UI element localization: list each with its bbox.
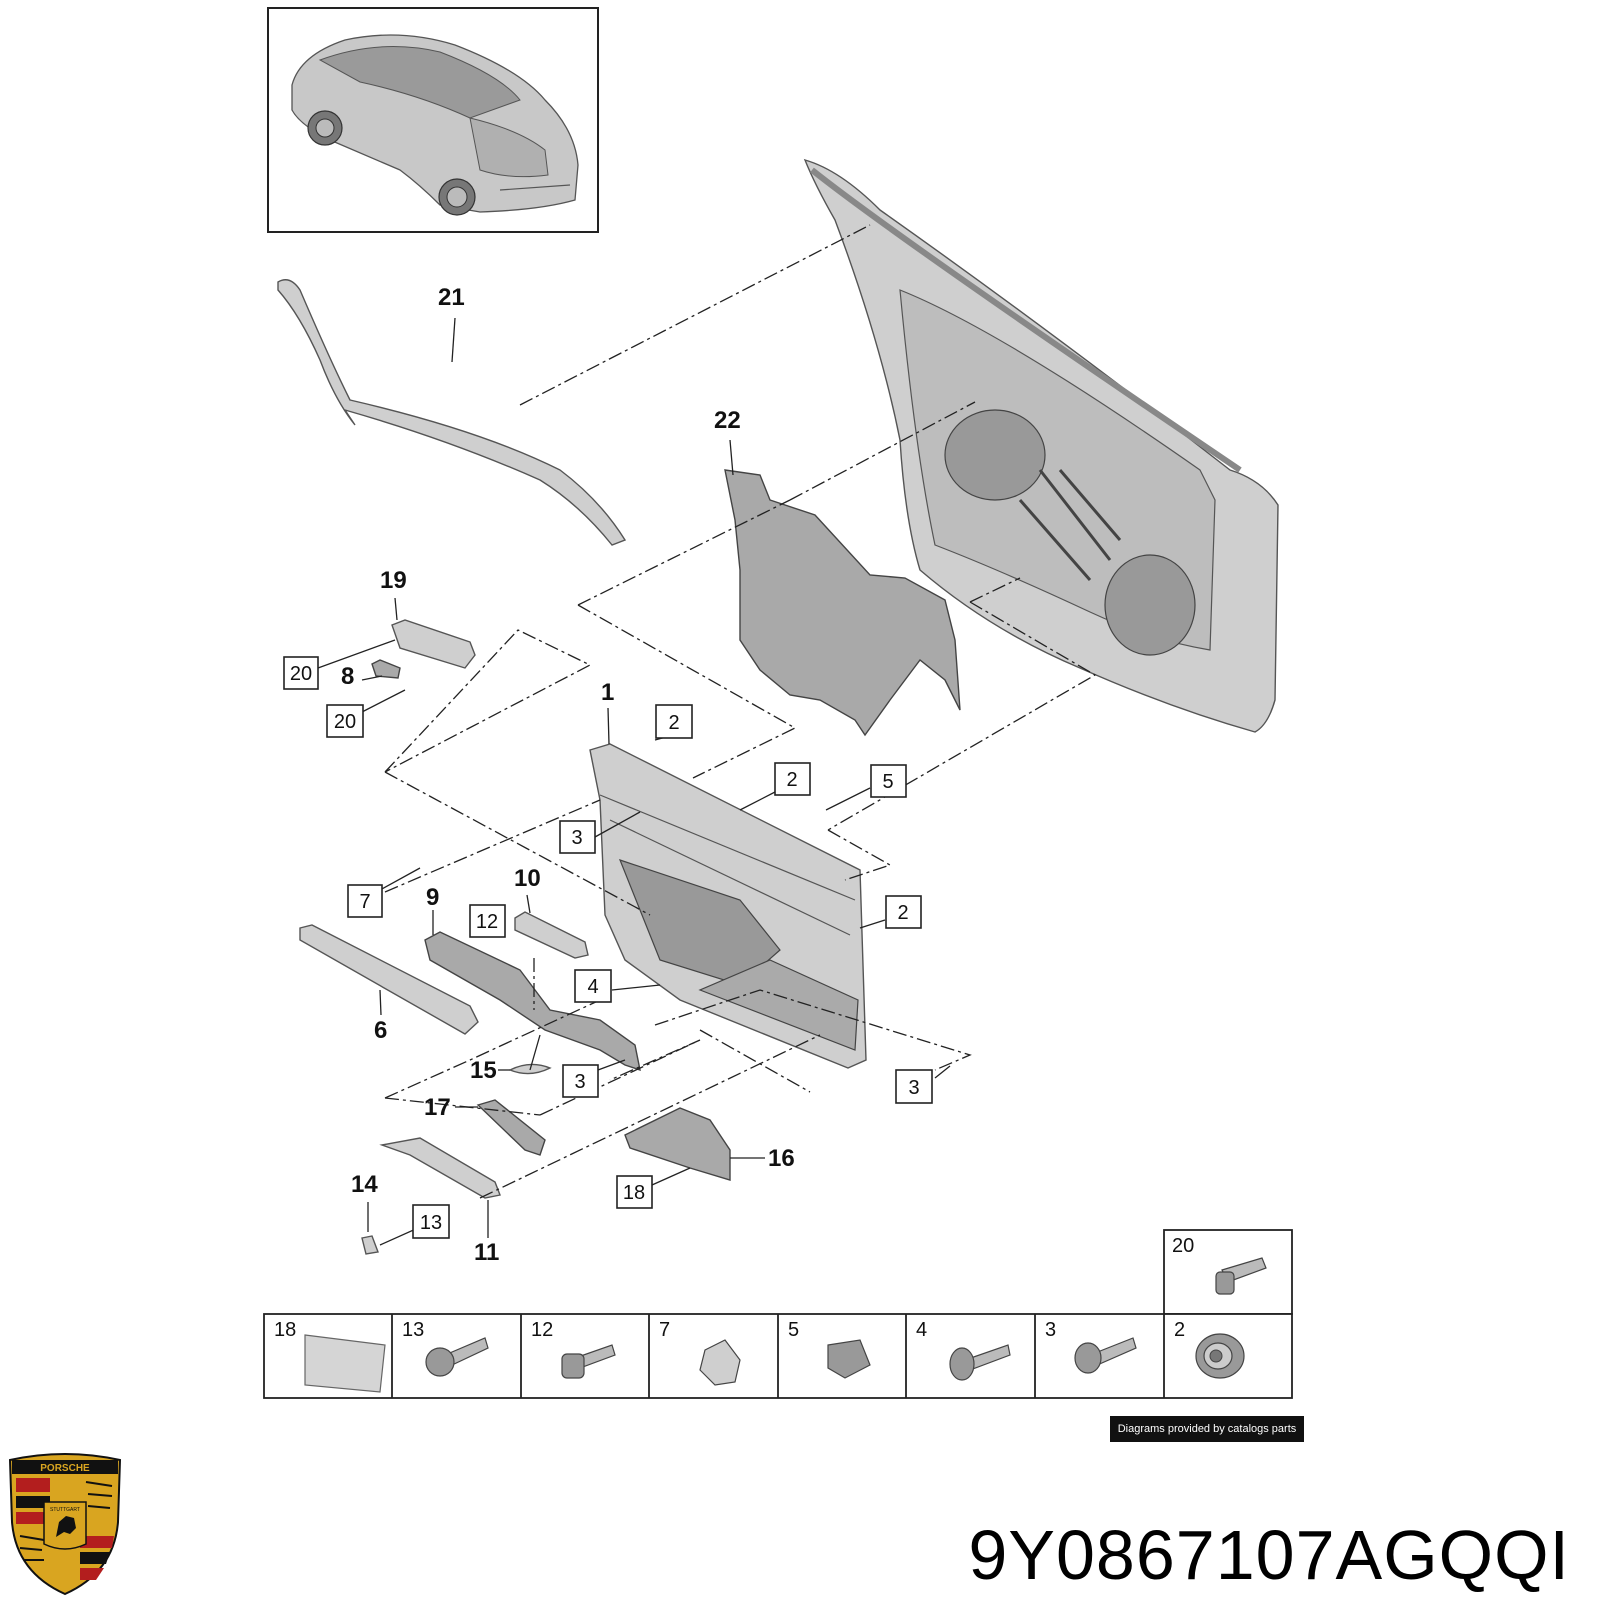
callout-numbers: 21 22 19 8 1 9 10 6 15 17 16 14 11 <box>341 284 795 1266</box>
grip-11 <box>379 1137 501 1199</box>
fastener-table: 20 18 13 12 7 5 4 3 2 <box>263 1229 1293 1399</box>
callout-9: 9 <box>426 884 439 911</box>
box-callout-20b: 20 <box>326 704 364 738</box>
screw-12-icon <box>561 1344 616 1379</box>
svg-text:2: 2 <box>786 769 797 791</box>
foam-pad-18-icon <box>304 1334 386 1393</box>
insert-16 <box>624 1107 731 1181</box>
box-callout-12: 12 <box>469 904 506 938</box>
svg-text:3: 3 <box>908 1077 919 1099</box>
screw-4-icon <box>949 1344 1011 1381</box>
svg-text:20: 20 <box>334 711 356 733</box>
trim-strip-6 <box>299 924 479 1035</box>
svg-text:5: 5 <box>882 771 893 793</box>
svg-text:STUTTGART: STUTTGART <box>50 1507 80 1513</box>
diagram-credit-banner: Diagrams provided by catalogs parts <box>1110 1416 1304 1442</box>
box-callout-4: 4 <box>574 969 612 1003</box>
callout-22: 22 <box>714 407 741 434</box>
box-callout-3c: 3 <box>895 1069 933 1104</box>
clip-14 <box>361 1235 379 1255</box>
callout-21: 21 <box>438 284 465 311</box>
clip-7-icon <box>699 1339 741 1386</box>
vehicle-overview-inset <box>267 7 599 233</box>
svg-text:3: 3 <box>571 827 582 849</box>
box-callout-3a: 3 <box>559 820 596 854</box>
callout-17: 17 <box>424 1094 451 1121</box>
box-callout-20a: 20 <box>283 656 319 690</box>
car-illustration <box>291 34 579 216</box>
box-callout-2a: 2 <box>655 704 693 739</box>
callout-1: 1 <box>601 679 614 706</box>
assembly-lines <box>384 224 1097 1199</box>
callout-6: 6 <box>374 1017 387 1044</box>
part-number: 9Y0867107AGQQI <box>968 1516 1570 1594</box>
fastener-cell-label-3: 3 <box>1045 1319 1056 1341</box>
trim-17 <box>476 1099 546 1156</box>
box-callout-3b: 3 <box>562 1064 599 1098</box>
svg-text:12: 12 <box>476 911 498 933</box>
box-callout-2b: 2 <box>774 762 811 796</box>
box-callout-5: 5 <box>870 764 907 798</box>
svg-text:18: 18 <box>623 1182 645 1204</box>
fastener-cell-label-4: 4 <box>916 1319 927 1341</box>
callout-16: 16 <box>768 1145 795 1172</box>
svg-text:3: 3 <box>574 1071 585 1093</box>
grommet-2-icon <box>1195 1333 1245 1379</box>
callout-8: 8 <box>341 663 354 690</box>
armrest-9 <box>424 931 641 1072</box>
box-callout-18: 18 <box>616 1175 653 1209</box>
fastener-cell-label-12: 12 <box>531 1319 553 1341</box>
screw-13-icon <box>425 1337 489 1377</box>
cover-10 <box>514 911 589 959</box>
fastener-cell-label-20: 20 <box>1172 1235 1194 1257</box>
box-callout-7: 7 <box>347 884 383 918</box>
fastener-cell-label-13: 13 <box>402 1319 424 1341</box>
screw-3-icon <box>1074 1337 1137 1374</box>
carrier-22 <box>724 469 961 737</box>
window-trim-21 <box>277 279 627 546</box>
porsche-crest-logo: PORSCHE STUTTGART <box>8 1453 122 1596</box>
fastener-cell-label-7: 7 <box>659 1319 670 1341</box>
svg-text:7: 7 <box>359 891 370 913</box>
bracket-19 <box>371 619 476 679</box>
callout-11: 11 <box>474 1239 499 1266</box>
door-shell <box>803 158 1279 733</box>
box-callout-2c: 2 <box>885 895 922 929</box>
callout-15: 15 <box>470 1057 497 1084</box>
box-callout-13: 13 <box>412 1204 450 1239</box>
svg-text:13: 13 <box>420 1212 442 1234</box>
svg-text:20: 20 <box>290 663 312 685</box>
callout-10: 10 <box>514 865 541 892</box>
svg-text:2: 2 <box>668 712 679 734</box>
fastener-cell-label-2: 2 <box>1174 1319 1185 1341</box>
fastener-cell-label-5: 5 <box>788 1319 799 1341</box>
svg-text:4: 4 <box>587 976 598 998</box>
svg-text:2: 2 <box>897 902 908 924</box>
fastener-cell-label-18: 18 <box>274 1319 296 1341</box>
armrest-parts <box>299 911 731 1255</box>
fastener-20-icon <box>1215 1257 1267 1295</box>
boxed-callouts: 20 20 2 2 5 3 7 12 2 4 3 3 18 13 <box>283 656 933 1239</box>
callout-14: 14 <box>351 1171 378 1198</box>
svg-text:PORSCHE: PORSCHE <box>40 1463 90 1474</box>
plug-5-icon <box>827 1339 871 1379</box>
trim-panel-1 <box>589 743 867 1069</box>
callout-19: 19 <box>380 567 407 594</box>
